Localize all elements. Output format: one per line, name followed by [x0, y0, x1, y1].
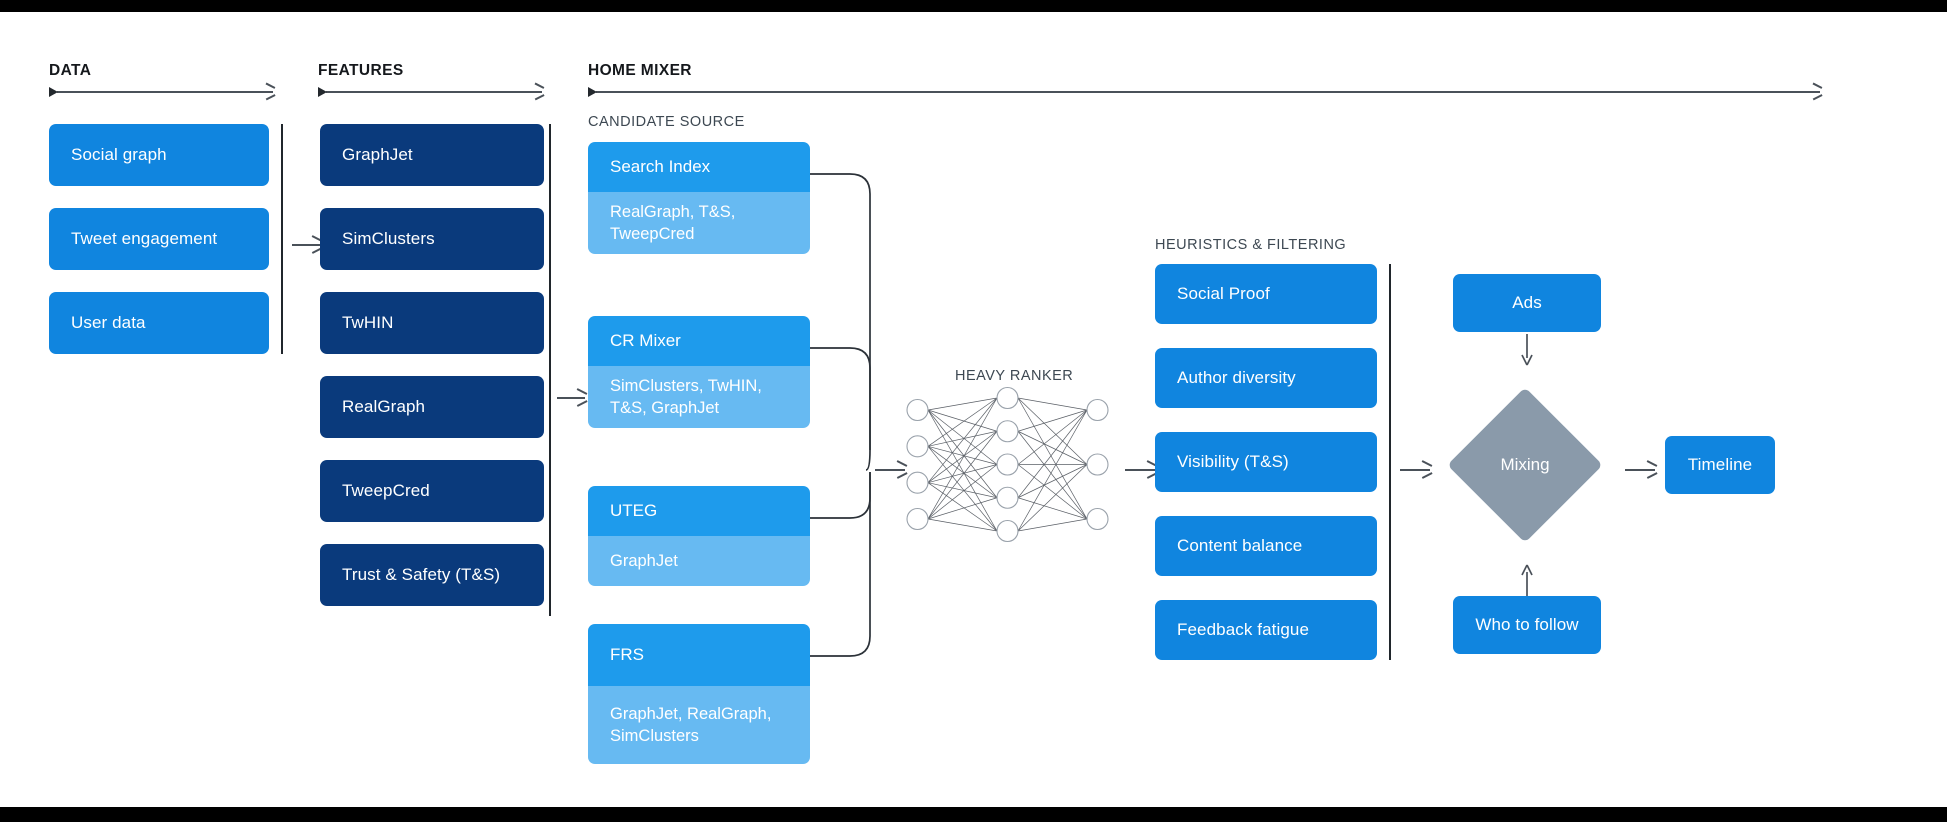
- section-header-candidate-source: CANDIDATE SOURCE: [588, 114, 745, 130]
- letterbox-bottom: [0, 807, 1947, 822]
- candidate-source-title: CR Mixer: [588, 316, 810, 366]
- heuristic-item-author-diversity[interactable]: Author diversity: [1155, 348, 1377, 408]
- section-header-features: FEATURES: [318, 62, 404, 79]
- feature-item-realgraph[interactable]: RealGraph: [320, 376, 544, 438]
- axis-arrow-features: [318, 86, 542, 98]
- letterbox-top: [0, 0, 1947, 12]
- candidate-source-features: SimClusters, TwHIN, T&S, GraphJet: [588, 366, 810, 428]
- candidate-source-card-frs[interactable]: FRS GraphJet, RealGraph, SimClusters: [588, 624, 810, 764]
- candidate-source-card-cr-mixer[interactable]: CR Mixer SimClusters, TwHIN, T&S, GraphJ…: [588, 316, 810, 428]
- candidate-source-features: GraphJet: [588, 536, 810, 586]
- section-header-data: DATA: [49, 62, 92, 79]
- arrow-heuristics-to-mixing: [1400, 464, 1430, 476]
- candidate-source-title: FRS: [588, 624, 810, 686]
- divider-features-mixer: [549, 124, 551, 616]
- data-item-tweet-engagement[interactable]: Tweet engagement: [49, 208, 269, 270]
- axis-arrow-home-mixer: [588, 86, 1820, 98]
- arrow-data-to-features: [292, 239, 320, 251]
- candidate-source-card-search-index[interactable]: Search Index RealGraph, T&S, TweepCred: [588, 142, 810, 254]
- output-item-timeline[interactable]: Timeline: [1665, 436, 1775, 494]
- heuristic-item-content-balance[interactable]: Content balance: [1155, 516, 1377, 576]
- heuristic-item-feedback-fatigue[interactable]: Feedback fatigue: [1155, 600, 1377, 660]
- arrow-ads-to-mixing: [1521, 334, 1533, 366]
- section-header-heavy-ranker: HEAVY RANKER: [955, 368, 1074, 384]
- feature-item-tweepcred[interactable]: TweepCred: [320, 460, 544, 522]
- feature-item-trust-safety[interactable]: Trust & Safety (T&S): [320, 544, 544, 606]
- candidate-merge-connectors: [810, 173, 871, 657]
- arrow-ranker-to-heuristics: [1125, 464, 1155, 476]
- arrow-features-to-candidates: [557, 392, 585, 404]
- feature-item-twhin[interactable]: TwHIN: [320, 292, 544, 354]
- candidate-source-title: Search Index: [588, 142, 810, 192]
- arrow-who-to-follow-to-mixing: [1521, 564, 1533, 596]
- feature-item-graphjet[interactable]: GraphJet: [320, 124, 544, 186]
- candidate-source-features: GraphJet, RealGraph, SimClusters: [588, 686, 810, 764]
- arrow-mixing-to-timeline: [1625, 464, 1655, 476]
- divider-heuristics-mixing: [1389, 264, 1391, 660]
- axis-arrow-data: [49, 86, 273, 98]
- heavy-ranker-network: [906, 386, 1109, 543]
- feature-item-simclusters[interactable]: SimClusters: [320, 208, 544, 270]
- candidate-source-card-uteg[interactable]: UTEG GraphJet: [588, 486, 810, 586]
- data-item-user-data[interactable]: User data: [49, 292, 269, 354]
- heuristic-item-visibility[interactable]: Visibility (T&S): [1155, 432, 1377, 492]
- section-header-home-mixer: HOME MIXER: [588, 62, 692, 79]
- diagram-canvas: DATA FEATURES HOME MIXER CANDIDATE SOURC…: [0, 12, 1947, 807]
- mixing-diamond[interactable]: [1447, 387, 1603, 543]
- divider-data-features: [281, 124, 283, 354]
- data-item-social-graph[interactable]: Social graph: [49, 124, 269, 186]
- arrow-candidates-to-ranker: [875, 464, 905, 476]
- output-item-ads[interactable]: Ads: [1453, 274, 1601, 332]
- candidate-source-title: UTEG: [588, 486, 810, 536]
- output-item-who-to-follow[interactable]: Who to follow: [1453, 596, 1601, 654]
- candidate-source-features: RealGraph, T&S, TweepCred: [588, 192, 810, 254]
- heuristic-item-social-proof[interactable]: Social Proof: [1155, 264, 1377, 324]
- section-header-heuristics: HEURISTICS & FILTERING: [1155, 237, 1347, 253]
